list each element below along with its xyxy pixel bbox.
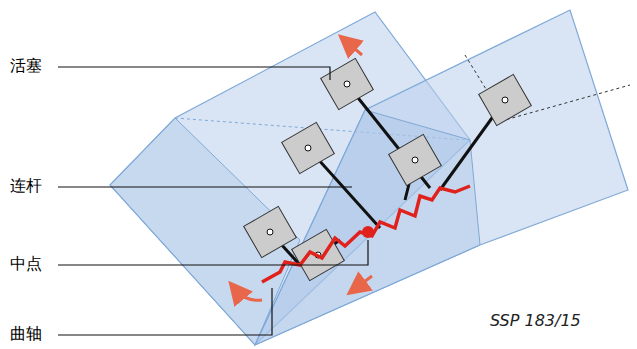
part-label: 活塞 [10, 56, 42, 75]
part-label: 中点 [10, 254, 42, 273]
figure-number: SSP 183/15 [490, 311, 581, 330]
part-label: 曲轴 [10, 324, 42, 343]
part-label: 连杆 [10, 176, 42, 195]
